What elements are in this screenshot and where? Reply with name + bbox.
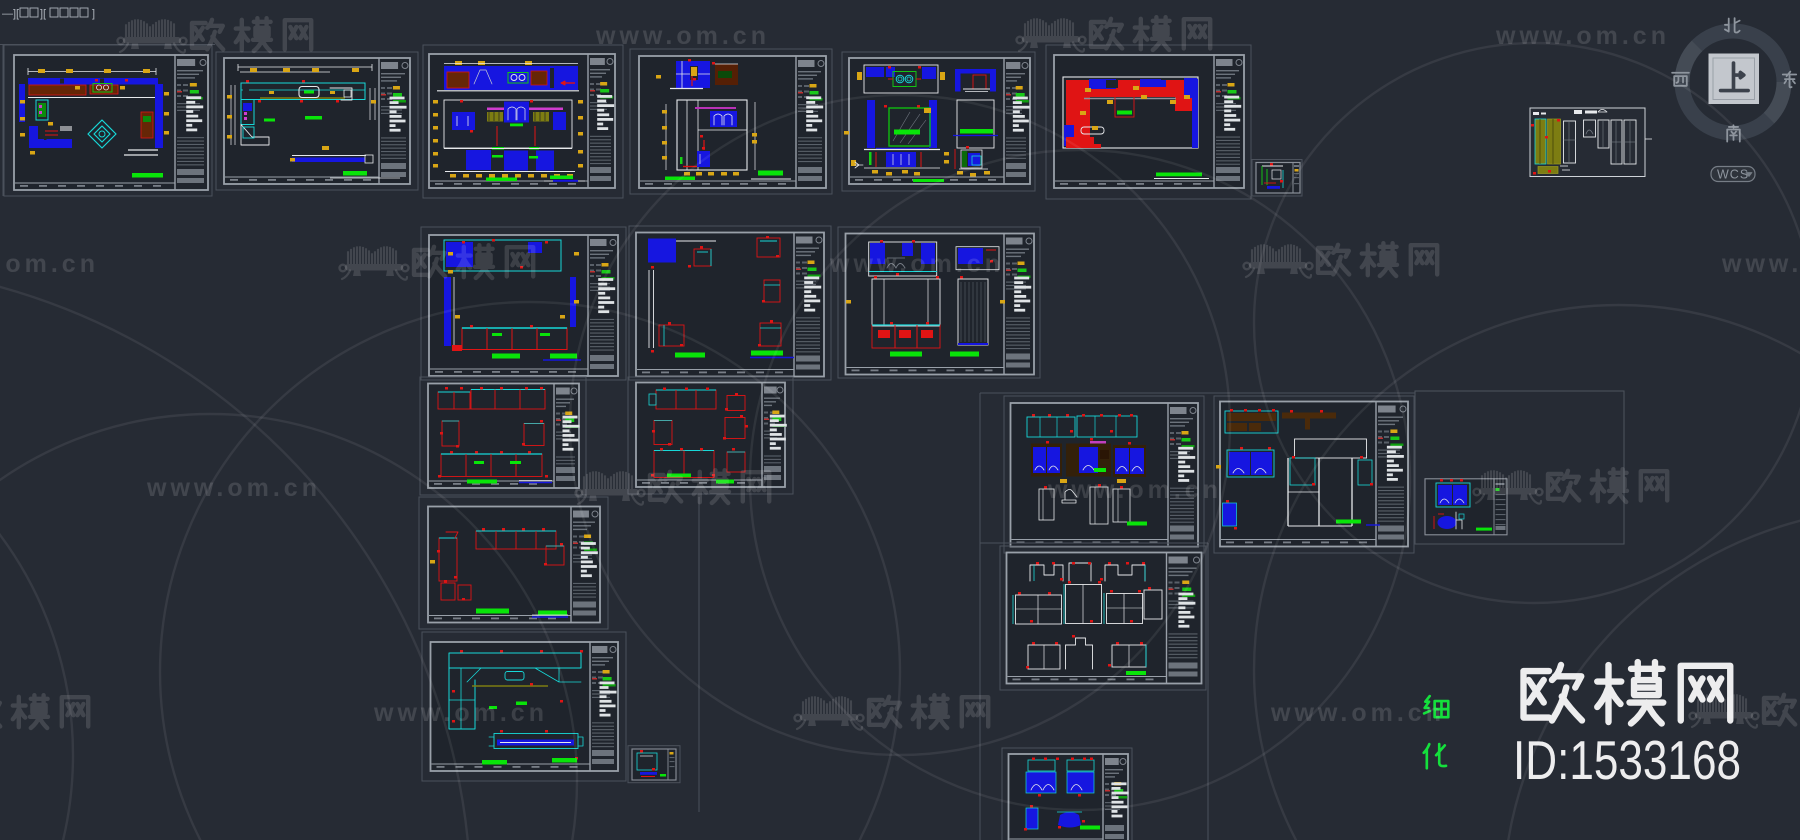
svg-text:www.om.cn: www.om.cn: [595, 22, 770, 50]
svg-text:www.om.cn: www.om.cn: [1721, 250, 1800, 278]
svg-text:—][: —][: [2, 8, 19, 20]
svg-text:www.om.cn: www.om.cn: [1495, 22, 1670, 50]
svg-text:www.om.cn: www.om.cn: [146, 474, 321, 502]
svg-text:www.om.cn: www.om.cn: [373, 699, 548, 727]
svg-text:][: ][: [40, 8, 46, 20]
svg-text:www.om.cn: www.om.cn: [1047, 476, 1222, 504]
svg-text:www.om.cn: www.om.cn: [1270, 699, 1445, 727]
svg-text:www.om.cn: www.om.cn: [829, 250, 1004, 278]
svg-text:www.om.cn: www.om.cn: [0, 250, 99, 278]
svg-text:ID:1533168: ID:1533168: [1513, 729, 1741, 791]
svg-text:]: ]: [92, 8, 95, 20]
svg-text:WCS: WCS: [1717, 168, 1749, 182]
